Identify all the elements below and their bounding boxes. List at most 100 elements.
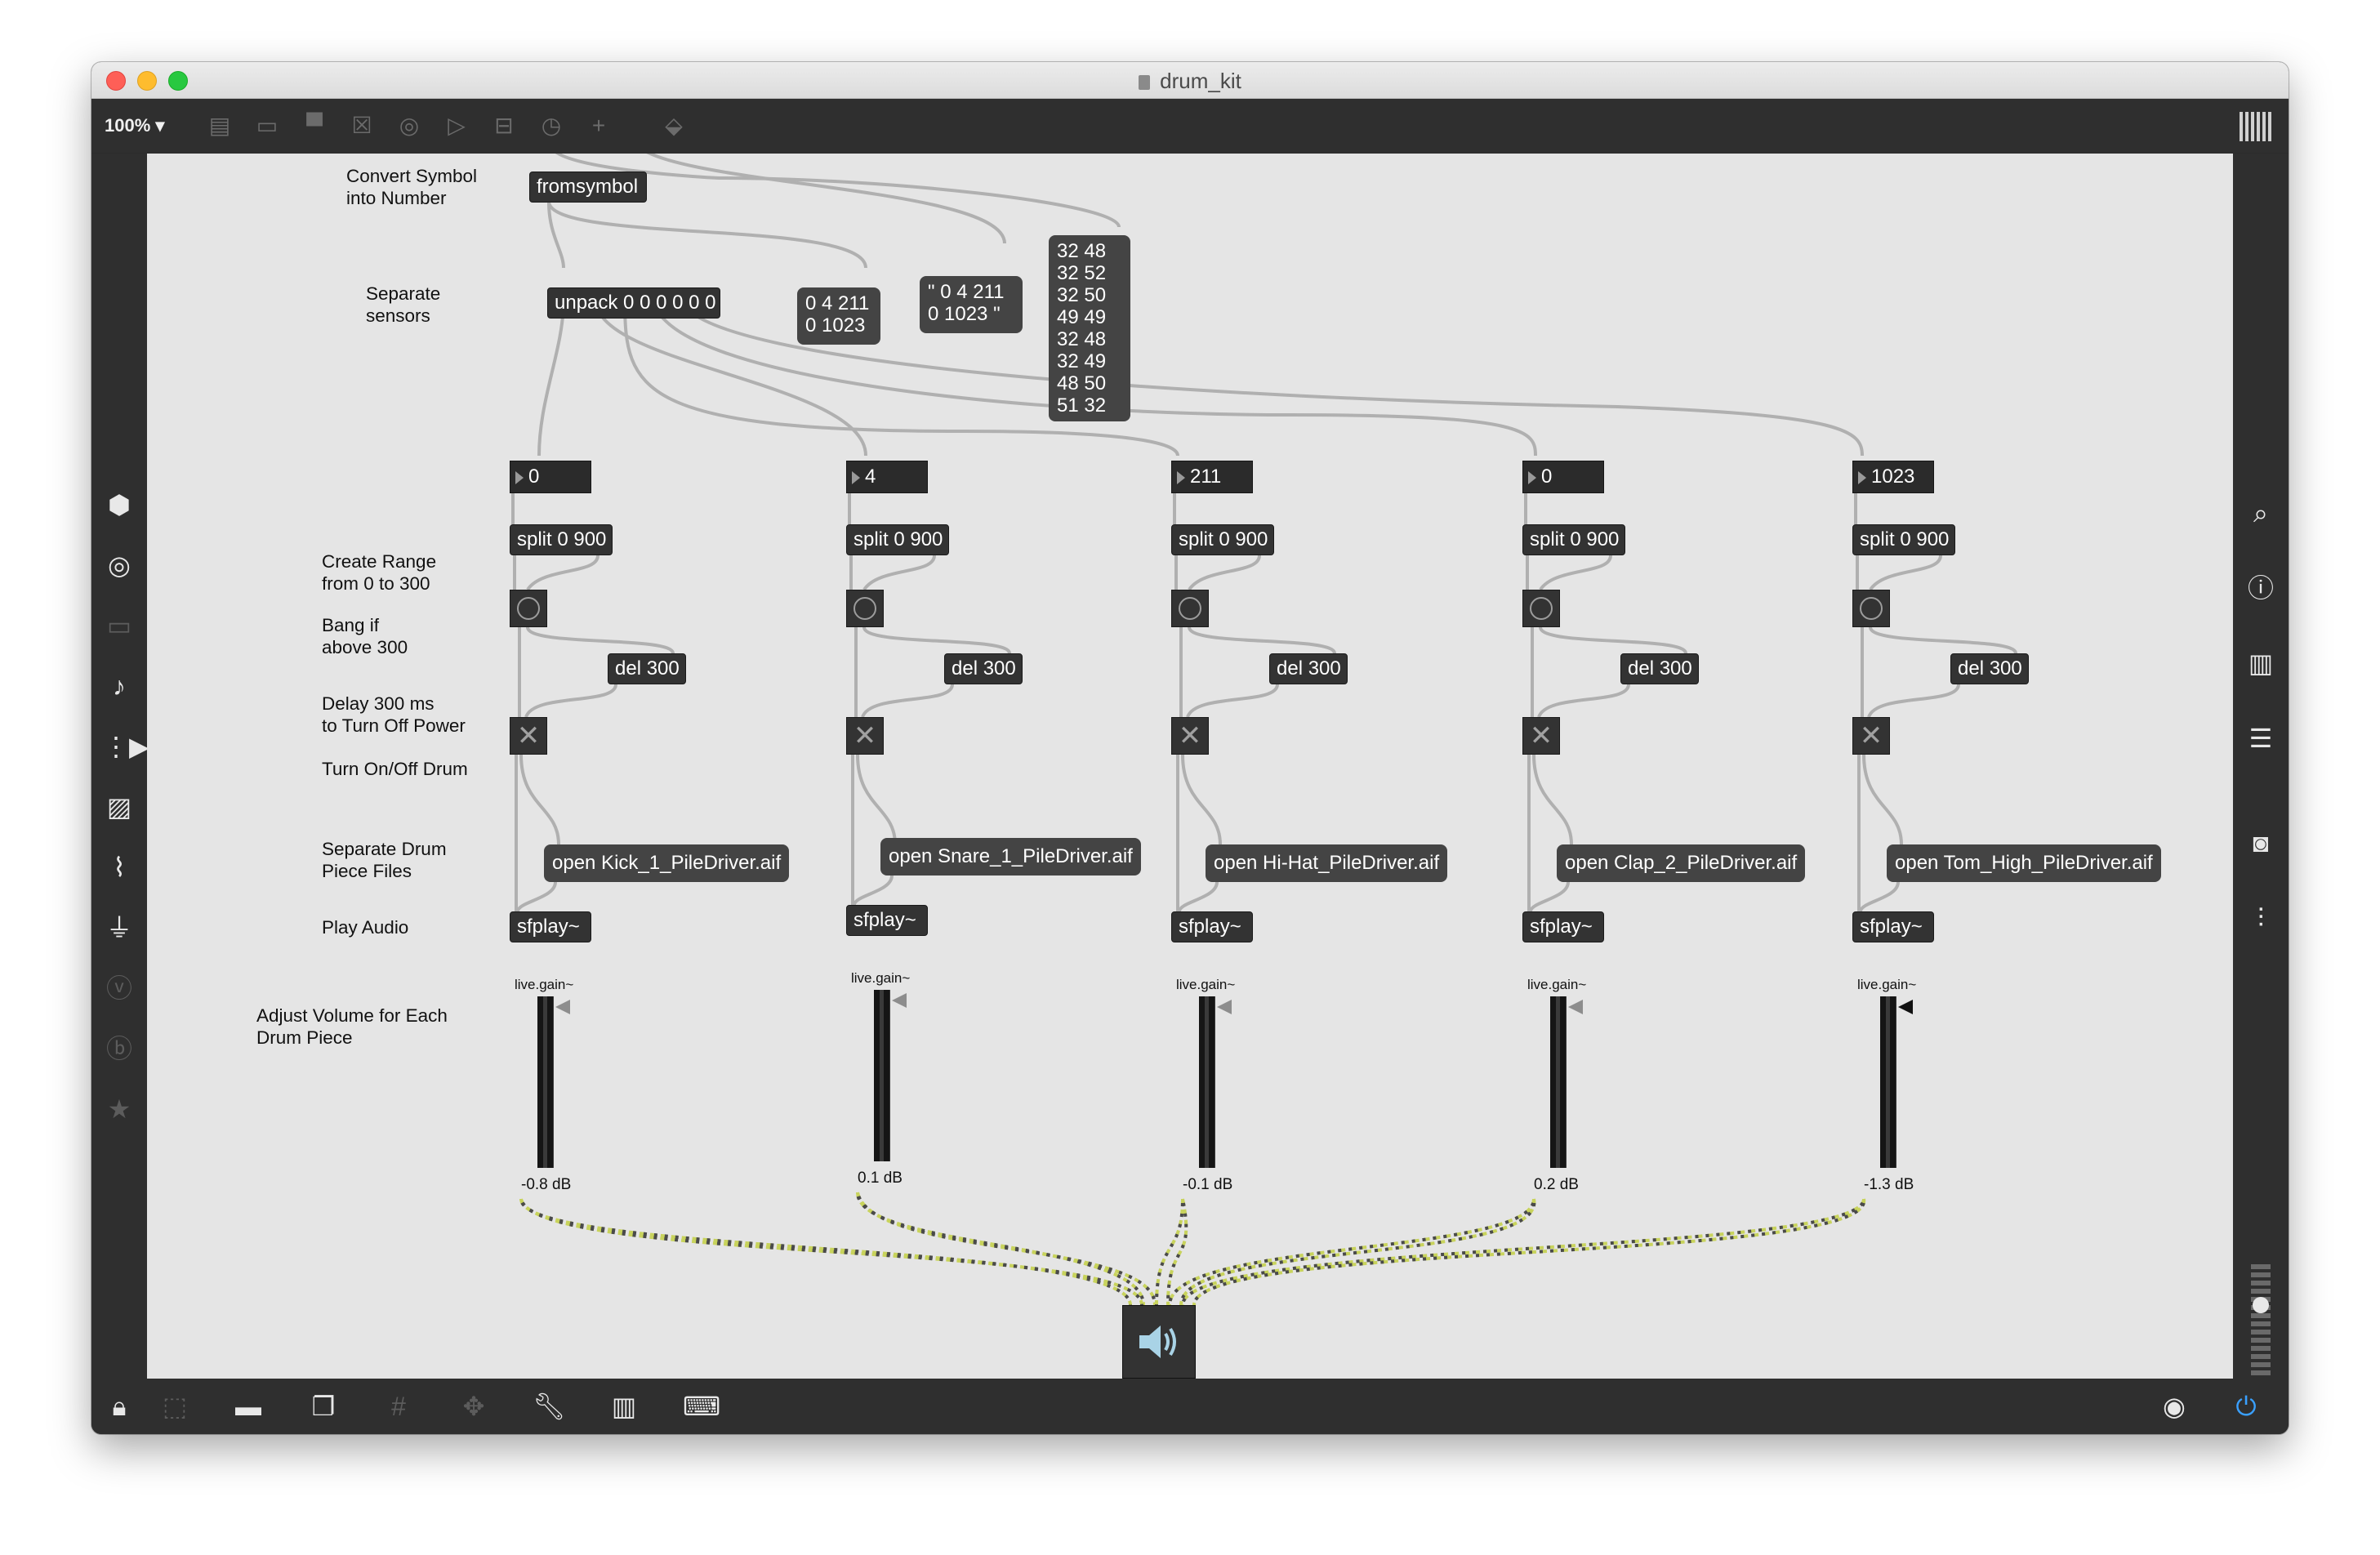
plus-cursor-icon[interactable]: ✥ <box>462 1392 485 1421</box>
list-icon[interactable]: ☰ <box>2249 724 2273 753</box>
gain-slider-arrow[interactable] <box>892 993 907 1008</box>
grid-toggle-icon[interactable]: # <box>391 1392 406 1421</box>
gain-slider-arrow[interactable] <box>1217 1000 1232 1014</box>
piano-icon[interactable]: ▥ <box>611 1392 637 1421</box>
toggle-icon[interactable]: ☒ <box>351 113 372 138</box>
toggle-button[interactable]: ✕ <box>1522 717 1560 755</box>
title-bar: drum_kit <box>91 62 2289 99</box>
minimize-button[interactable] <box>137 71 157 91</box>
open-message[interactable]: open Tom_High_PileDriver.aif <box>1887 844 2161 882</box>
gain-meter[interactable] <box>1199 996 1215 1168</box>
patcher-window: drum_kit 100% ▾ ▤ ▭ ▀ ☒ ◎ ▷ ⊟ ◷ + ⬙ ⬢ ◎ … <box>91 62 2289 1434</box>
number-box[interactable]: 4 <box>846 461 928 493</box>
info-icon[interactable]: ⓘ <box>2247 573 2274 603</box>
object-box-icon[interactable]: ▤ <box>208 113 231 138</box>
number-box[interactable]: 211 <box>1171 461 1253 493</box>
paint-bucket-icon[interactable]: ⬙ <box>665 113 683 138</box>
play-circle-icon[interactable]: ◉ <box>2163 1392 2186 1421</box>
image-icon[interactable]: ▨ <box>106 792 132 822</box>
book-icon[interactable]: ▥ <box>2248 648 2274 678</box>
playbar-icon[interactable]: ▷ <box>448 113 466 138</box>
bang-button[interactable] <box>846 590 884 627</box>
lock-icon[interactable]: 🔒︎ <box>112 1392 127 1421</box>
split-object[interactable]: split 0 900 <box>846 524 949 555</box>
bang-button[interactable] <box>1171 590 1209 627</box>
bang-button[interactable] <box>1852 590 1890 627</box>
package-icon[interactable]: ⬢ <box>108 490 131 519</box>
presentation-icon[interactable]: ⬚ <box>162 1392 188 1421</box>
del-object[interactable]: del 300 <box>608 653 686 684</box>
sfplay-object[interactable]: sfplay~ <box>510 911 591 942</box>
video-icon[interactable]: ⋮▶ <box>103 732 149 761</box>
button-icon[interactable]: ◎ <box>399 113 420 138</box>
paperclip-icon[interactable]: ⌇ <box>113 853 126 882</box>
plug-icon[interactable]: ⏚ <box>105 913 132 942</box>
target-icon[interactable]: ◎ <box>108 550 131 580</box>
slider-icon[interactable]: ⊟ <box>494 113 514 138</box>
del-object[interactable]: del 300 <box>1620 653 1699 684</box>
chat-icon[interactable]: ▬ <box>235 1392 261 1421</box>
split-object[interactable]: split 0 900 <box>1522 524 1625 555</box>
number-box[interactable]: 1023 <box>1852 461 1934 493</box>
gain-meter[interactable] <box>874 990 890 1161</box>
music-note-icon[interactable]: ♪ <box>113 671 126 701</box>
sfplay-object[interactable]: sfplay~ <box>846 905 928 936</box>
gain-meter[interactable] <box>537 996 554 1168</box>
del-object[interactable]: del 300 <box>1269 653 1348 684</box>
gain-value: 0.1 dB <box>858 1170 903 1187</box>
gain-slider-arrow[interactable] <box>1568 1000 1583 1014</box>
open-message[interactable]: open Hi-Hat_PileDriver.aif <box>1206 844 1448 882</box>
toggle-button[interactable]: ✕ <box>1171 717 1209 755</box>
windows-icon[interactable]: ❐ <box>311 1392 336 1421</box>
mixer-icon[interactable]: ⫶ <box>2257 903 2264 933</box>
close-button[interactable] <box>106 71 126 91</box>
film-icon[interactable]: ▭ <box>106 611 132 640</box>
open-message[interactable]: open Clap_2_PileDriver.aif <box>1557 844 1806 882</box>
gain-meter[interactable] <box>1880 996 1896 1168</box>
toggle-button[interactable]: ✕ <box>510 717 547 755</box>
del-object[interactable]: del 300 <box>944 653 1023 684</box>
unpack-object[interactable]: unpack 0 0 0 0 0 0 <box>547 287 720 319</box>
gain-slider-arrow[interactable] <box>555 1000 570 1014</box>
bang-button[interactable] <box>510 590 547 627</box>
volume-slider-knob[interactable] <box>2253 1297 2269 1313</box>
sfplay-object[interactable]: sfplay~ <box>1522 911 1604 942</box>
open-message[interactable]: open Snare_1_PileDriver.aif <box>880 838 1141 876</box>
sfplay-object[interactable]: sfplay~ <box>1852 911 1934 942</box>
keyboard-icon[interactable]: ⌨ <box>683 1392 721 1421</box>
star-icon[interactable]: ★ <box>107 1094 131 1124</box>
plus-icon[interactable]: + <box>591 113 606 138</box>
number-box[interactable]: 0 <box>510 461 591 493</box>
gain-meter[interactable] <box>1550 996 1567 1168</box>
message-box[interactable]: 32 48 32 52 32 50 49 49 32 48 32 49 48 5… <box>1049 235 1130 421</box>
split-object[interactable]: split 0 900 <box>1171 524 1274 555</box>
vizzie-icon[interactable]: ⓥ <box>105 974 132 1003</box>
bang-button[interactable] <box>1522 590 1560 627</box>
zoom-button[interactable] <box>168 71 188 91</box>
sfplay-object[interactable]: sfplay~ <box>1171 911 1253 942</box>
del-object[interactable]: del 300 <box>1950 653 2029 684</box>
power-icon[interactable]: ⏻ <box>2235 1392 2257 1421</box>
open-message[interactable]: open Kick_1_PileDriver.aif <box>544 844 790 882</box>
search-icon[interactable]: ⌕ <box>2253 498 2268 528</box>
left-sidebar: ⬢ ◎ ▭ ♪ ⋮▶ ▨ ⌇ ⏚ ⓥ ⓑ ★ <box>91 154 149 1379</box>
camera-icon[interactable]: ◙ <box>2253 828 2269 858</box>
message-box[interactable]: 0 4 211 0 1023 <box>797 287 880 345</box>
grid-icon[interactable] <box>2240 112 2274 141</box>
dial-icon[interactable]: ◷ <box>541 113 562 138</box>
number-box[interactable]: 0 <box>1522 461 1604 493</box>
zoom-menu[interactable]: 100% ▾ <box>105 115 165 136</box>
message-box-icon[interactable]: ▭ <box>256 113 279 138</box>
split-object[interactable]: split 0 900 <box>1852 524 1955 555</box>
gain-slider-arrow[interactable] <box>1898 1000 1913 1014</box>
comment-icon[interactable]: ▀ <box>306 113 323 138</box>
beap-icon[interactable]: ⓑ <box>105 1034 132 1063</box>
patcher-canvas[interactable]: Convert Symbol into Number Separate sens… <box>147 154 2233 1379</box>
toggle-button[interactable]: ✕ <box>846 717 884 755</box>
toggle-button[interactable]: ✕ <box>1852 717 1890 755</box>
message-box[interactable]: " 0 4 211 0 1023 " <box>920 276 1023 333</box>
fromsymbol-object[interactable]: fromsymbol <box>529 172 647 203</box>
split-object[interactable]: split 0 900 <box>510 524 613 555</box>
ezdac-object[interactable] <box>1122 1305 1196 1379</box>
wrench-icon[interactable]: 🔧︎ <box>533 1392 566 1421</box>
